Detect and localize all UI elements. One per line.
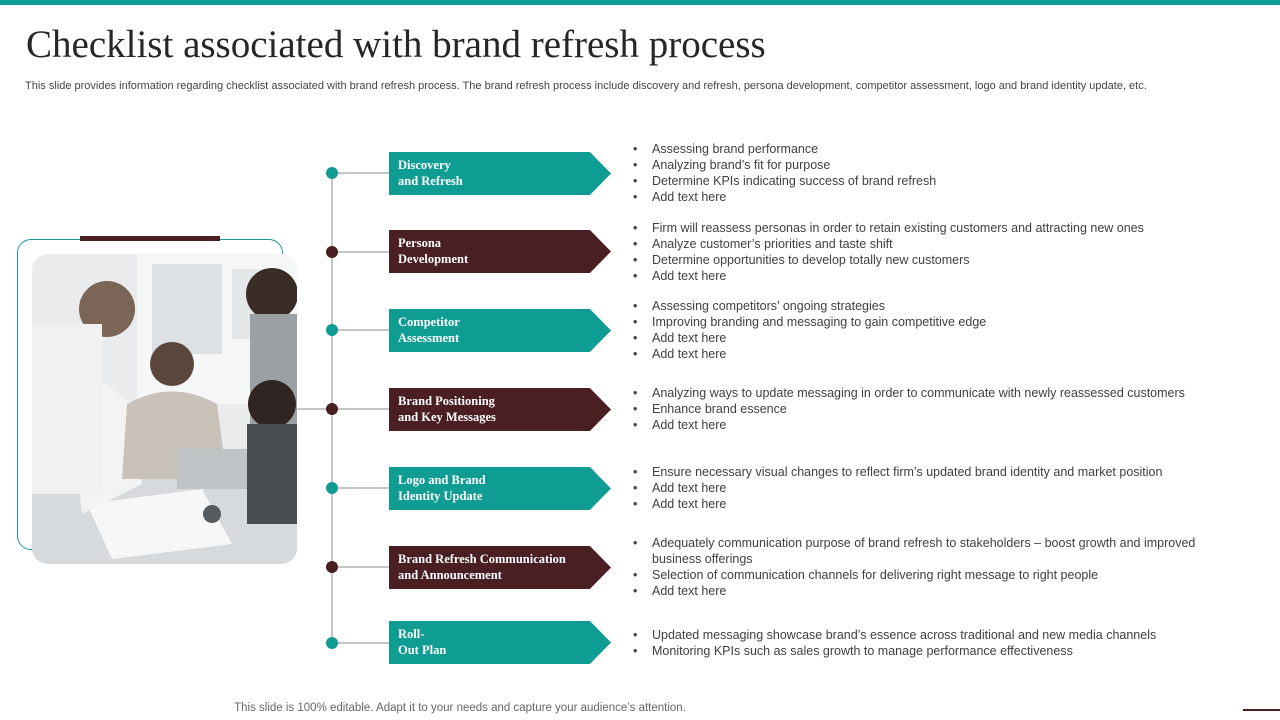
bullet-item: Add text here	[633, 496, 1228, 512]
bullet-item: Selection of communication channels for …	[633, 567, 1228, 583]
bullet-item: Add text here	[633, 268, 1228, 284]
step-label: Logo and Brand Identity Update	[398, 473, 486, 503]
step-competitor-assessment: Competitor Assessment	[389, 309, 611, 352]
bullet-item: Ensure necessary visual changes to refle…	[633, 464, 1228, 480]
bullet-item: Adequately communication purpose of bran…	[633, 535, 1228, 567]
bullet-item: Determine KPIs indicating success of bra…	[633, 173, 1228, 189]
footer-text: This slide is 100% editable. Adapt it to…	[234, 702, 686, 714]
step-label: Brand Refresh Communication and Announce…	[398, 552, 566, 582]
timeline-dot	[326, 324, 338, 336]
bullet-item: Add text here	[633, 330, 1228, 346]
bullet-item: Updated messaging showcase brand’s essen…	[633, 627, 1228, 643]
timeline-dot	[326, 561, 338, 573]
step-label: Discovery and Refresh	[398, 158, 463, 188]
bullets-brand-positioning: Analyzing ways to update messaging in or…	[633, 385, 1228, 433]
bullet-item: Add text here	[633, 480, 1228, 496]
step-roll-out-plan: Roll- Out Plan	[389, 621, 611, 664]
timeline-dot	[326, 167, 338, 179]
bullet-item: Add text here	[633, 346, 1228, 362]
step-label: Brand Positioning and Key Messages	[398, 394, 496, 424]
step-label: Persona Development	[398, 236, 469, 266]
timeline-dot	[326, 637, 338, 649]
bullets-roll-out-plan: Updated messaging showcase brand’s essen…	[633, 627, 1228, 659]
timeline-dot	[326, 403, 338, 415]
bullets-persona-development: Firm will reassess personas in order to …	[633, 220, 1228, 284]
step-discovery-refresh: Discovery and Refresh	[389, 152, 611, 195]
bullet-item: Determine opportunities to develop total…	[633, 252, 1228, 268]
corner-accent-bar	[1243, 709, 1280, 711]
timeline-dot	[326, 482, 338, 494]
bullet-item: Enhance brand essence	[633, 401, 1228, 417]
step-brand-refresh-communication: Brand Refresh Communication and Announce…	[389, 546, 611, 589]
bullet-item: Monitoring KPIs such as sales growth to …	[633, 643, 1228, 659]
bullet-item: Improving branding and messaging to gain…	[633, 314, 1228, 330]
bullets-discovery-refresh: Assessing brand performance Analyzing br…	[633, 141, 1228, 205]
bullets-brand-refresh-communication: Adequately communication purpose of bran…	[633, 535, 1228, 599]
bullets-logo-brand-identity: Ensure necessary visual changes to refle…	[633, 464, 1228, 512]
step-logo-brand-identity: Logo and Brand Identity Update	[389, 467, 611, 510]
bullet-item: Add text here	[633, 417, 1228, 433]
step-brand-positioning: Brand Positioning and Key Messages	[389, 388, 611, 431]
step-persona-development: Persona Development	[389, 230, 611, 273]
page-subtitle: This slide provides information regardin…	[25, 80, 1147, 92]
bullet-item: Add text here	[633, 583, 1228, 599]
bullet-item: Analyze customer’s priorities and taste …	[633, 236, 1228, 252]
photo-accent-bar	[80, 236, 220, 241]
bullet-item: Add text here	[633, 189, 1228, 205]
step-label: Roll- Out Plan	[398, 627, 447, 657]
page-title: Checklist associated with brand refresh …	[26, 23, 766, 66]
team-meeting-photo	[32, 254, 297, 564]
footer: This slide is 100% editable. Adapt it to…	[0, 702, 1280, 714]
bullet-item: Assessing brand performance	[633, 141, 1228, 157]
step-label: Competitor Assessment	[398, 315, 460, 345]
top-accent-bar	[0, 0, 1280, 5]
bullet-item: Assessing competitors’ ongoing strategie…	[633, 298, 1228, 314]
bullet-item: Analyzing ways to update messaging in or…	[633, 385, 1228, 401]
bullet-item: Analyzing brand’s fit for purpose	[633, 157, 1228, 173]
bullet-item: Firm will reassess personas in order to …	[633, 220, 1228, 236]
bullets-competitor-assessment: Assessing competitors’ ongoing strategie…	[633, 298, 1228, 362]
timeline-dot	[326, 246, 338, 258]
